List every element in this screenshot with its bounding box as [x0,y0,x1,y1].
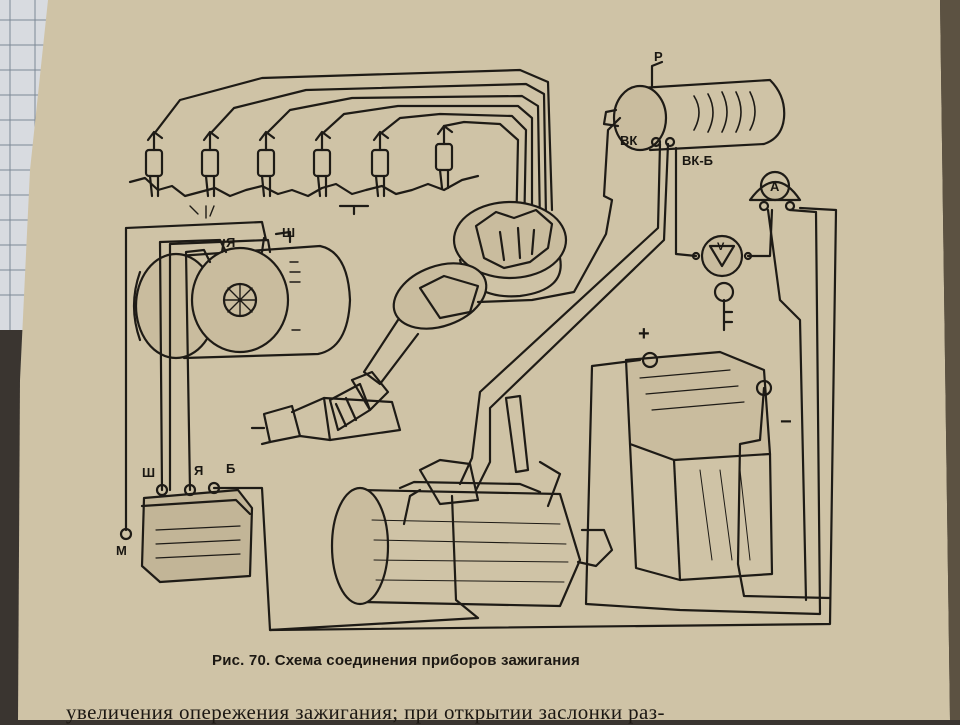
battery-plus-label: + [638,323,650,345]
high-tension-leads [152,68,554,240]
ignition-switch [691,234,753,278]
spark-plug-4 [312,130,332,198]
figure-caption: Рис. 70. Схема соединения приборов зажиг… [212,652,580,669]
coil-terminal-vk-label: ВК [620,133,638,148]
coil-terminal-vkb-label: ВК-Б [682,153,713,168]
low-tension-wiring [124,116,838,632]
relay-terminal-b-label: Б [226,461,236,476]
relay-regulator [119,481,254,584]
camshaft [250,396,402,446]
starter-motor [330,394,614,608]
ignition-key [713,281,735,332]
battery-minus-label: − [780,411,792,433]
ground-symbol [338,204,370,216]
switch-label: V [717,241,725,253]
body-text-line: увеличения опережения зажигания; при отк… [66,700,665,724]
spark-plug-3 [256,130,276,198]
relay-terminal-sh-label: Ш [142,465,156,480]
spark-plug-1 [144,130,164,198]
generator [132,230,352,360]
ammeter-label: А [770,179,780,194]
generator-terminal-ya-label: Я [226,235,236,250]
spark-plugs [128,124,480,219]
relay-terminal-ya-label: Я [194,463,204,478]
ignition-coil [602,60,786,152]
spark-plug-5 [370,130,390,198]
distributor-body [328,262,488,432]
ammeter [748,170,802,212]
relay-terminal-m-label: М [116,543,127,558]
battery [624,350,774,582]
generator-terminal-sh-label: Ш [282,225,296,240]
spark-plug-2 [200,130,220,198]
book-page [18,0,950,720]
coil-terminal-r-label: Р [654,49,663,64]
